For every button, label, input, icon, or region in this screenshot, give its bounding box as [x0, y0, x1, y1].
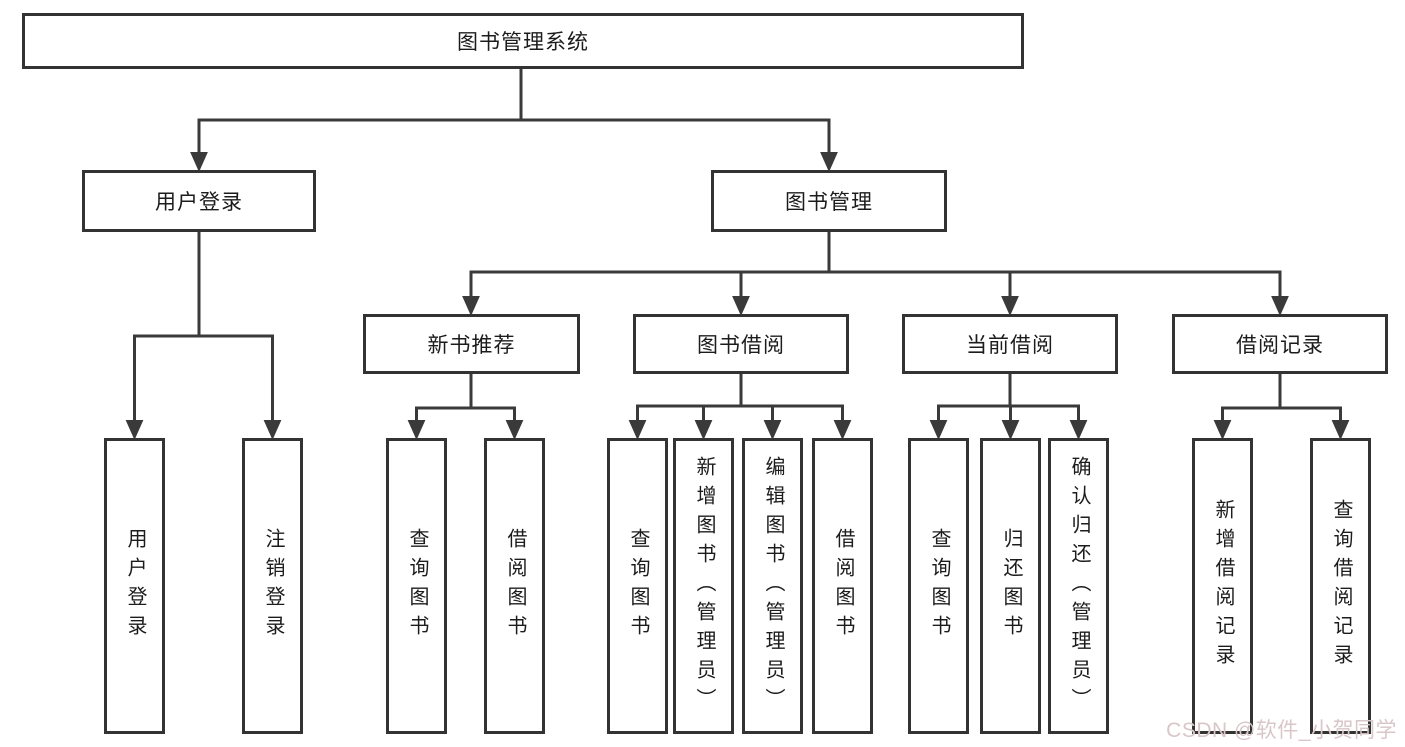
- leaf-borrow-book: 借阅图书: [812, 438, 873, 734]
- leaf-query-borrow-record: 查询借阅记录: [1310, 438, 1371, 734]
- node-root-label: 图书管理系统: [457, 31, 589, 54]
- node-book-borrow: 图书借阅: [633, 314, 849, 374]
- connector-root-to-level2: [190, 67, 838, 172]
- leaf-recommend-borrow-books: 借阅图书: [484, 438, 545, 734]
- node-new-book-recommend-label: 新书推荐: [427, 334, 516, 357]
- node-book-management: 图书管理: [711, 170, 947, 232]
- leaf-edit-book-admin: 编辑图书（管理员）: [742, 438, 803, 734]
- connector-new-book-recommend-to-leaves: [407, 372, 524, 440]
- leaf-logout-label: 注销登录: [262, 528, 284, 644]
- leaf-recommend-borrow-books-label: 借阅图书: [504, 528, 526, 644]
- leaf-user-login: 用户登录: [104, 438, 165, 734]
- connector-book-management-to-level3: [462, 230, 1289, 316]
- leaf-add-borrow-record: 新增借阅记录: [1192, 438, 1253, 734]
- leaf-return-book-label: 归还图书: [1000, 528, 1022, 644]
- node-borrow-record: 借阅记录: [1172, 314, 1388, 374]
- leaf-borrow-query-books-label: 查询图书: [627, 528, 649, 644]
- leaf-confirm-return-admin-label: 确认归还（管理员）: [1068, 455, 1090, 717]
- node-user-login-label: 用户登录: [155, 191, 243, 214]
- csdn-watermark: CSDN @软件_小贺同学: [1166, 719, 1397, 742]
- connector-current-borrow-to-leaves: [929, 372, 1088, 440]
- leaf-return-book: 归还图书: [980, 438, 1041, 734]
- leaf-add-book-admin: 新增图书（管理员）: [673, 438, 734, 734]
- node-root-system: 图书管理系统: [22, 13, 1024, 69]
- leaf-confirm-return-admin: 确认归还（管理员）: [1048, 438, 1109, 734]
- connector-book-borrow-to-leaves: [628, 372, 852, 440]
- leaf-add-borrow-record-label: 新增借阅记录: [1212, 499, 1234, 673]
- leaf-recommend-query-books: 查询图书: [386, 438, 447, 734]
- leaf-current-query-books: 查询图书: [908, 438, 969, 734]
- node-borrow-record-label: 借阅记录: [1236, 334, 1324, 357]
- node-current-borrow: 当前借阅: [902, 314, 1118, 374]
- node-current-borrow-label: 当前借阅: [966, 334, 1054, 357]
- leaf-query-borrow-record-label: 查询借阅记录: [1330, 499, 1352, 673]
- leaf-recommend-query-books-label: 查询图书: [406, 528, 428, 644]
- leaf-user-login-label: 用户登录: [124, 528, 146, 644]
- node-book-borrow-label: 图书借阅: [697, 334, 785, 357]
- leaf-logout: 注销登录: [242, 438, 303, 734]
- node-user-login: 用户登录: [82, 170, 316, 232]
- node-book-management-label: 图书管理: [785, 191, 873, 214]
- leaf-borrow-book-label: 借阅图书: [832, 528, 854, 644]
- leaf-current-query-books-label: 查询图书: [928, 528, 950, 644]
- connector-user-login-to-leaves: [125, 230, 282, 440]
- connector-borrow-record-to-leaves: [1213, 372, 1350, 440]
- node-new-book-recommend: 新书推荐: [363, 314, 580, 374]
- leaf-borrow-query-books: 查询图书: [607, 438, 668, 734]
- leaf-add-book-admin-label: 新增图书（管理员）: [693, 455, 715, 717]
- leaf-edit-book-admin-label: 编辑图书（管理员）: [762, 455, 784, 717]
